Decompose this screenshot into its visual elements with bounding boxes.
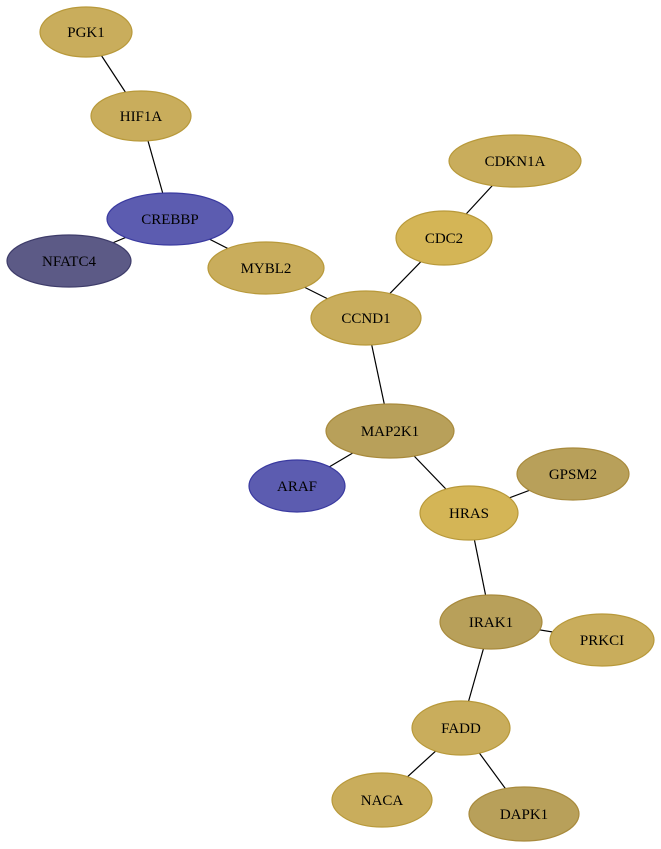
node-ellipse (90, 90, 192, 142)
node-hif1a[interactable]: HIF1A (90, 90, 192, 142)
node-prkci[interactable]: PRKCI (549, 613, 655, 667)
node-label: MAP2K1 (361, 424, 419, 440)
node-ellipse (248, 459, 346, 513)
node-irak1[interactable]: IRAK1 (439, 594, 543, 650)
node-map2k1[interactable]: MAP2K1 (325, 403, 455, 459)
node-ellipse (39, 6, 133, 58)
node-label: IRAK1 (469, 615, 513, 631)
node-label: CCND1 (341, 311, 390, 327)
node-label: GPSM2 (549, 467, 597, 483)
node-label: HRAS (449, 506, 489, 522)
node-ellipse (331, 772, 433, 828)
node-label: ARAF (277, 479, 317, 495)
node-fadd[interactable]: FADD (411, 700, 511, 756)
node-dapk1[interactable]: DAPK1 (468, 786, 580, 842)
node-crebbp[interactable]: CREBBP (106, 192, 234, 246)
node-ellipse (207, 241, 325, 295)
node-ellipse (395, 210, 493, 266)
node-label: CDC2 (425, 231, 463, 247)
node-hras[interactable]: HRAS (419, 485, 519, 541)
node-label: FADD (441, 721, 481, 737)
node-cdkn1a[interactable]: CDKN1A (448, 134, 582, 188)
node-mybl2[interactable]: MYBL2 (207, 241, 325, 295)
node-ellipse (549, 613, 655, 667)
node-cdc2[interactable]: CDC2 (395, 210, 493, 266)
node-naca[interactable]: NACA (331, 772, 433, 828)
node-label: CREBBP (141, 212, 199, 228)
node-gpsm2[interactable]: GPSM2 (516, 447, 630, 501)
node-label: PGK1 (67, 25, 105, 41)
node-label: HIF1A (120, 109, 163, 125)
node-ellipse (516, 447, 630, 501)
node-ellipse (439, 594, 543, 650)
node-label: NACA (361, 793, 404, 809)
node-ccnd1[interactable]: CCND1 (310, 290, 422, 346)
node-label: CDKN1A (485, 154, 546, 170)
node-ellipse (6, 234, 132, 288)
node-ellipse (411, 700, 511, 756)
node-ellipse (325, 403, 455, 459)
node-label: MYBL2 (241, 261, 292, 277)
node-ellipse (419, 485, 519, 541)
node-ellipse (468, 786, 580, 842)
node-araf[interactable]: ARAF (248, 459, 346, 513)
node-ellipse (106, 192, 234, 246)
node-label: NFATC4 (42, 254, 96, 270)
node-pgk1[interactable]: PGK1 (39, 6, 133, 58)
node-nfatc4[interactable]: NFATC4 (6, 234, 132, 288)
node-ellipse (310, 290, 422, 346)
node-label: DAPK1 (500, 807, 548, 823)
node-label: PRKCI (580, 633, 624, 649)
node-ellipse (448, 134, 582, 188)
